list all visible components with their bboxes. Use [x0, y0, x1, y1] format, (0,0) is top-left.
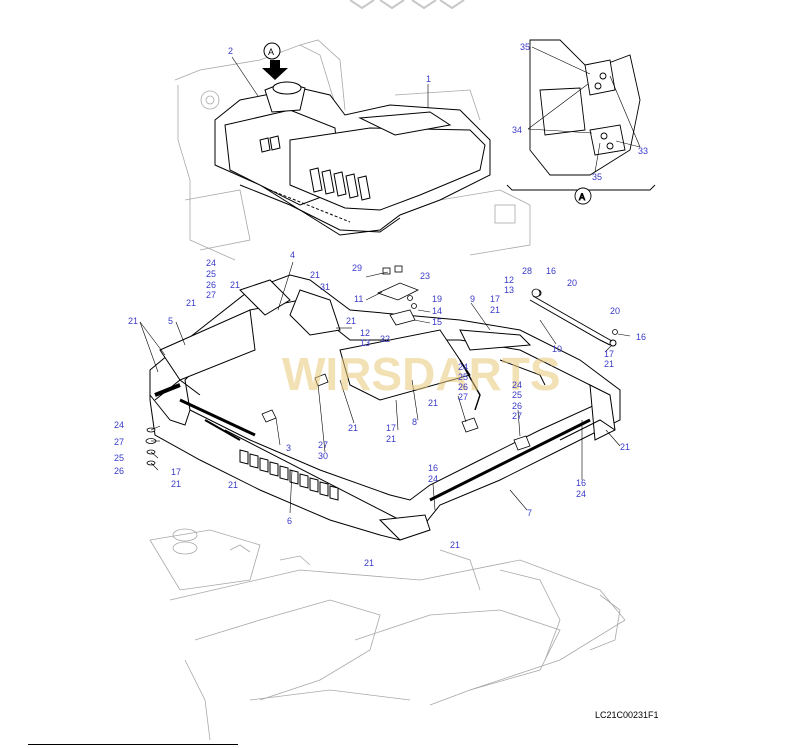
callout-21-k: 21: [620, 442, 630, 452]
callout-21-h: 21: [428, 398, 438, 408]
callout-21-c: 21: [186, 298, 196, 308]
watermark: WIRSDARTS: [282, 348, 561, 400]
callout-24-right-front: 24: [576, 489, 586, 499]
callout-3: 3: [286, 443, 291, 453]
callout-21-d: 21: [128, 316, 138, 326]
callout-26-left: 26: [206, 280, 216, 290]
callout-26-stack: 26: [114, 466, 124, 476]
callout-25-left: 25: [206, 269, 216, 279]
callout-14: 14: [432, 306, 442, 316]
callout-5: 5: [168, 316, 173, 326]
callout-27-right: 27: [512, 411, 522, 421]
callout-12-right: 12: [504, 275, 514, 285]
callout-27-mid: 27: [458, 392, 468, 402]
callout-25-stack: 25: [114, 453, 124, 463]
callout-23: 23: [420, 271, 430, 281]
callout-21-j: 21: [348, 423, 358, 433]
callout-28: 28: [522, 266, 532, 276]
callout-24-left: 24: [206, 258, 216, 268]
callout-33: 33: [638, 146, 648, 156]
callout-13-mid: 13: [360, 338, 370, 348]
callout-20-right: 20: [610, 306, 620, 316]
front-vent-slots: [239, 449, 339, 501]
callout-34: 34: [512, 125, 522, 135]
callout-21-n: 21: [450, 540, 460, 550]
callout-8: 8: [412, 417, 417, 427]
cover-frame-assembly: [149, 274, 621, 541]
callout-35-bottom: 35: [592, 172, 602, 182]
callout-21-e: 21: [346, 316, 356, 326]
callout-24-stack: 24: [114, 420, 124, 430]
callout-16-top: 16: [546, 266, 556, 276]
callout-11: 11: [354, 294, 363, 304]
callout-27-front: 27: [318, 440, 328, 450]
callout-6: 6: [287, 516, 292, 526]
callout-12-mid: 12: [360, 328, 370, 338]
rod-part-10: [529, 289, 617, 347]
callout-10: 10: [552, 344, 562, 354]
callout-16-right: 16: [636, 332, 646, 342]
callout-15: 15: [432, 317, 442, 327]
callout-31: 31: [320, 282, 330, 292]
drawing-code: LC21C00231F1: [595, 710, 659, 720]
detail-view-a: A: [506, 39, 656, 205]
callout-21-l: 21: [171, 479, 181, 489]
callout-labels: 1 2 35 34 33 35 24 25 26 27 4 21 21 31 2…: [114, 42, 648, 568]
callout-1: 1: [426, 74, 431, 84]
callout-16-right-front: 16: [576, 478, 586, 488]
callout-26-right: 26: [512, 401, 522, 411]
callout-4: 4: [290, 250, 295, 260]
callout-24-right: 24: [512, 380, 522, 390]
callout-17-right: 17: [490, 294, 500, 304]
callout-17-far-right: 17: [604, 349, 614, 359]
view-a-marker: A: [268, 47, 274, 57]
callout-16-front: 16: [428, 463, 438, 473]
callout-17-mid: 17: [386, 423, 396, 433]
view-a-arrow: A: [262, 42, 288, 80]
callout-17-left: 17: [171, 467, 181, 477]
callout-21-o: 21: [364, 558, 374, 568]
leader-lines: [139, 46, 641, 514]
callout-21-i: 21: [386, 434, 396, 444]
callout-21-b: 21: [310, 270, 320, 280]
callout-2: 2: [228, 46, 233, 56]
callout-20-top: 20: [567, 278, 577, 288]
cover-vent-slots: [259, 135, 371, 201]
callout-30: 30: [318, 451, 328, 461]
callout-9: 9: [470, 294, 475, 304]
callout-26-mid: 26: [458, 382, 468, 392]
callout-21-g: 21: [604, 359, 614, 369]
callout-21-m: 21: [228, 480, 238, 490]
callout-32: 32: [380, 334, 390, 344]
tank-cover-assembly: [214, 81, 491, 236]
callout-21-a: 21: [230, 280, 240, 290]
callout-13-right: 13: [504, 285, 514, 295]
top-decoration: [349, 0, 465, 10]
background-machine-frame: [149, 39, 626, 741]
callout-25-right: 25: [512, 390, 522, 400]
callout-21-f: 21: [490, 305, 500, 315]
callout-25-mid: 25: [458, 372, 468, 382]
callout-19: 19: [432, 294, 442, 304]
detail-view-a-label: A: [579, 192, 585, 202]
callout-27-stack: 27: [114, 437, 124, 447]
footnote-rule: [28, 744, 238, 745]
callout-35-top: 35: [520, 42, 530, 52]
callout-24-mid: 24: [458, 362, 468, 372]
callout-7: 7: [527, 508, 532, 518]
callout-29: 29: [352, 263, 362, 273]
callout-27-left: 27: [206, 290, 216, 300]
callout-24-front: 24: [428, 474, 438, 484]
